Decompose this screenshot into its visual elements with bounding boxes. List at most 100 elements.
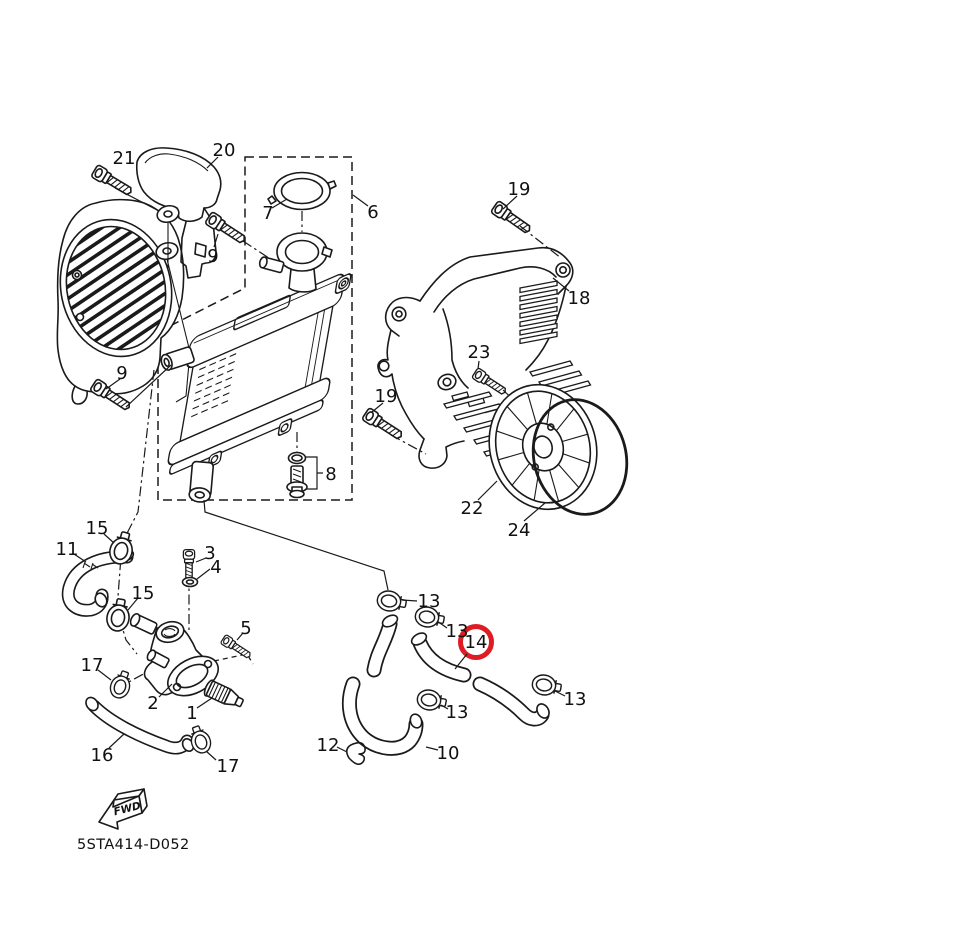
callout-13-d[interactable]: 13 [564,689,587,710]
dashline-19-left [390,434,427,455]
callout-13-a[interactable]: 13 [418,591,441,612]
ring-24 [531,398,629,516]
clamp-13-d [530,672,564,699]
grommet-upper [156,204,180,224]
callout-1[interactable]: 1 [186,703,197,724]
filler-neck [258,232,333,293]
callout-17-right[interactable]: 17 [217,756,240,777]
leader-22 [477,480,498,501]
clip-12 [345,741,366,766]
leader-15-lower [127,597,139,611]
callout-10[interactable]: 10 [437,743,460,764]
dashed-group-box [157,156,353,501]
leader-9-upper [213,233,219,248]
callout-labels: 21 20 7 6 9 19 18 23 9 19 8 22 24 15 11 … [56,140,591,777]
callout-22[interactable]: 22 [461,498,484,519]
dashline-hose11-align [116,369,155,655]
clamp-13-a [375,588,409,615]
hose-16 [85,696,195,755]
bolt-19-left [360,406,406,444]
leader-21 [114,187,160,212]
callout-6[interactable]: 6 [367,202,378,223]
grille-rim [59,218,173,358]
leader-13-c [440,704,449,710]
hose-10-upper [366,614,399,678]
leader-23 [477,360,480,370]
dashline-9-upper [242,240,282,267]
callout-8[interactable]: 8 [325,464,336,485]
leader-13-b [436,620,448,629]
dashline-19-top [519,225,562,259]
dashline-bolt5 [213,653,254,665]
callout-7[interactable]: 7 [262,203,273,224]
callout-9-upper[interactable]: 9 [207,246,218,267]
callout-12[interactable]: 12 [317,735,340,756]
callout-17-left[interactable]: 17 [81,655,104,676]
cover-fins [519,280,558,345]
callout-5[interactable]: 5 [240,618,251,639]
vent-cover [55,198,191,405]
hose-14 [410,632,550,727]
dashline-23 [502,389,521,407]
washer-4 [181,576,199,588]
leader-18 [552,277,570,292]
clamp-15-lower [104,596,133,634]
callout-2[interactable]: 2 [147,693,158,714]
callout-21[interactable]: 21 [113,148,136,169]
callout-18[interactable]: 18 [568,288,591,309]
fwd-arrow: FWD [98,788,148,830]
bolt-9-upper [203,210,249,248]
line-9-to-spigot [125,364,172,408]
leader-16 [108,733,125,749]
cover-20 [135,147,222,279]
leader-19-top [502,195,518,210]
leader-5 [236,632,244,641]
leader-3 [195,557,207,563]
highlight-ring-14 [458,624,494,660]
bolt-21 [90,163,136,200]
callout-11[interactable]: 11 [56,539,79,560]
callout-4[interactable]: 4 [210,557,221,578]
leader-2 [158,683,173,698]
leader-4 [196,568,211,580]
leader-11 [73,553,87,563]
callout-15-lower[interactable]: 15 [132,583,155,604]
callout-20[interactable]: 20 [213,140,236,161]
callout-19-left[interactable]: 19 [375,386,398,407]
radiator-body [167,273,352,475]
leader-12 [336,746,348,753]
leader-19-left [371,402,384,413]
leader-1 [196,697,213,709]
callout-14-highlighted[interactable]: 14 [465,632,488,653]
radiator-outlet [188,460,214,503]
grommet-lower [155,241,179,261]
radiator-cap-7 [267,171,337,232]
leader-24 [523,502,546,522]
water-pump-2 [129,612,219,697]
fitting-1 [203,679,244,708]
leader-13-d [554,690,566,697]
leader-20 [206,156,219,169]
clamp-17-left [106,667,135,702]
leader-14 [454,653,468,670]
callout-13-b[interactable]: 13 [446,621,469,642]
drain-bolt-8 [286,451,323,499]
callout-24[interactable]: 24 [508,520,531,541]
callout-15-upper[interactable]: 15 [86,518,109,539]
fan-22 [488,383,598,511]
diagram-code: 5STA414-D052 [77,837,190,853]
leader-17-left [97,669,112,681]
callout-3[interactable]: 3 [204,543,215,564]
leader-6 [352,194,369,207]
callout-16[interactable]: 16 [91,745,114,766]
callout-13-c[interactable]: 13 [446,702,469,723]
callout-9-lower[interactable]: 9 [116,363,127,384]
leader-9-lower [105,378,121,390]
callout-19-top[interactable]: 19 [508,179,531,200]
leader-17-right [205,750,217,761]
callout-23[interactable]: 23 [468,342,491,363]
line-radiator-to-hoses [203,499,389,591]
leader-10 [425,746,439,751]
